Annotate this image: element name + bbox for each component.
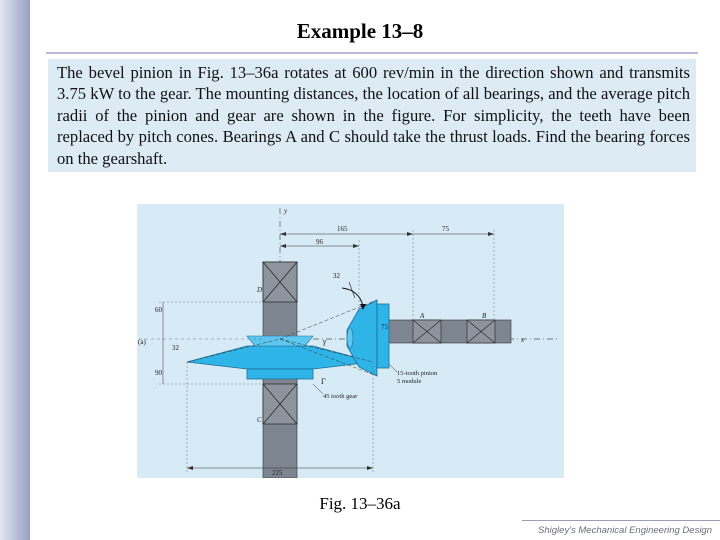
footer-divider [522,520,720,521]
gear-pitch-cone [186,345,374,370]
dim-225: 225 [272,469,283,477]
bevel-gear-figure: y x D C A B [137,204,564,479]
bevel-gear-drawing: y x D C A B [138,207,557,479]
Gamma-label: Γ [321,377,326,386]
dim-165: 165 [337,225,348,233]
problem-statement-text: The bevel pinion in Fig. 13–36a rotates … [57,63,690,168]
bearing-A-label: A [419,312,425,320]
pitch-line-lower [279,338,378,377]
title-divider [46,52,698,54]
y-axis-label: y [283,207,288,215]
bearing-C-label: C [257,416,262,424]
pinion-hub [376,303,390,369]
rotation-arrow [341,287,364,307]
dim-75-top: 75 [442,225,450,233]
view-a-label: (a) [138,338,146,346]
problem-statement-box: The bevel pinion in Fig. 13–36a rotates … [48,59,696,172]
slide-title: Example 13–8 [296,19,424,43]
dim-32-top: 32 [333,272,341,280]
bearing-B-label: B [482,312,487,320]
bearing-D-label: D [256,286,262,294]
footer-source: Shigley's Mechanical Engineering Design [538,525,712,536]
pinion-label-line2: 5 module [397,378,421,385]
dim-75-side: 75 [381,323,389,331]
pitch-line-upper [279,299,378,340]
gamma-label: γ [323,337,327,346]
gear-label: 45 tooth gear [323,393,358,400]
dim-96: 96 [316,238,324,246]
dim-90: 90 [155,369,163,377]
pinion-label-line1: 15-tooth pinion [397,370,438,377]
dim-60: 60 [155,306,163,314]
slide-side-bar [0,0,30,540]
figure-caption: Fig. 13–36a [319,494,401,513]
x-axis-label: x [520,336,525,344]
dim-32-left: 32 [172,344,180,352]
gear-hub [246,368,314,380]
gear-hub-top [246,335,314,347]
